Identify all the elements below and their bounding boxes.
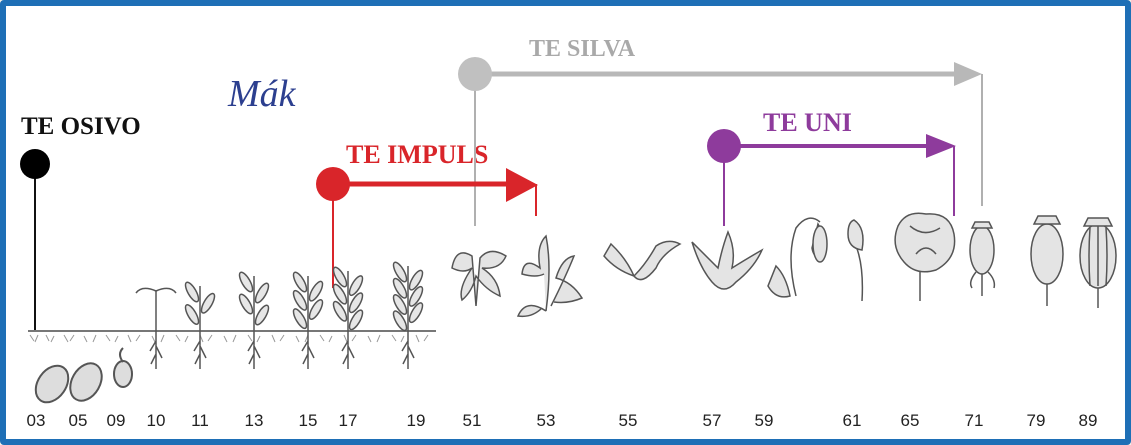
treatment-marker-osivo	[20, 149, 50, 331]
plant-stage-65	[894, 212, 956, 301]
plant-stage-89	[1079, 217, 1117, 308]
young-plant	[135, 287, 177, 369]
soil-texture	[29, 334, 429, 343]
stage-label-53: 53	[537, 411, 556, 430]
crop-title: Mák	[227, 73, 297, 115]
seed-stage-03	[34, 364, 70, 404]
stage-label-09: 09	[107, 411, 126, 430]
young-plant	[392, 261, 424, 369]
plant-stage-61	[847, 219, 864, 302]
young-plant	[332, 266, 364, 369]
treatment-label-uni: TE UNI	[763, 108, 852, 137]
treatment-label-osivo: TE OSIVO	[21, 113, 141, 140]
young-plants	[135, 261, 424, 369]
stage-label-05: 05	[69, 411, 88, 430]
treatment-arrow-uni	[707, 129, 956, 226]
seed-stage-05	[69, 362, 103, 402]
stage-label-89: 89	[1079, 411, 1098, 430]
stage-label-71: 71	[965, 411, 984, 430]
young-plant	[292, 271, 324, 369]
stage-label-51: 51	[463, 411, 482, 430]
stage-label-61: 61	[843, 411, 862, 430]
stage-label-59: 59	[755, 411, 774, 430]
stage-label-13: 13	[245, 411, 264, 430]
stage-label-11: 11	[191, 411, 209, 430]
plant-stage-71	[969, 221, 996, 296]
treatment-arrow-silva	[458, 57, 983, 226]
stage-label-57: 57	[703, 411, 722, 430]
stage-label-10: 10	[147, 411, 166, 430]
treatment-arrow-impuls	[316, 167, 538, 288]
plant-stage-55	[603, 240, 682, 281]
stage-label-79: 79	[1027, 411, 1046, 430]
plant-stage-79	[1030, 215, 1064, 306]
plant-stage-53	[516, 234, 584, 318]
treatment-label-impuls: TE IMPULS	[346, 140, 488, 169]
young-plant	[184, 281, 216, 369]
stage-label-19: 19	[407, 411, 426, 430]
stage-label-17: 17	[339, 411, 358, 430]
stage-labels: 03 05 09 10 11 13 15 17 19 51 53 55 57 59 61 65 71 79 89	[27, 411, 1098, 430]
stage-label-55: 55	[619, 411, 638, 430]
plant-stage-51	[451, 250, 507, 307]
young-plant	[238, 271, 270, 369]
plant-stage-57	[691, 230, 764, 290]
seed-stage-09	[113, 347, 133, 388]
stage-label-65: 65	[901, 411, 920, 430]
stage-label-03: 03	[27, 411, 46, 430]
growth-stage-diagram: Mák TE OSIVO TE IMPULS TE SILVA TE UNI	[20, 36, 1117, 430]
stage-label-15: 15	[299, 411, 318, 430]
plant-stage-59	[767, 217, 828, 298]
treatment-label-silva: TE SILVA	[529, 36, 636, 62]
